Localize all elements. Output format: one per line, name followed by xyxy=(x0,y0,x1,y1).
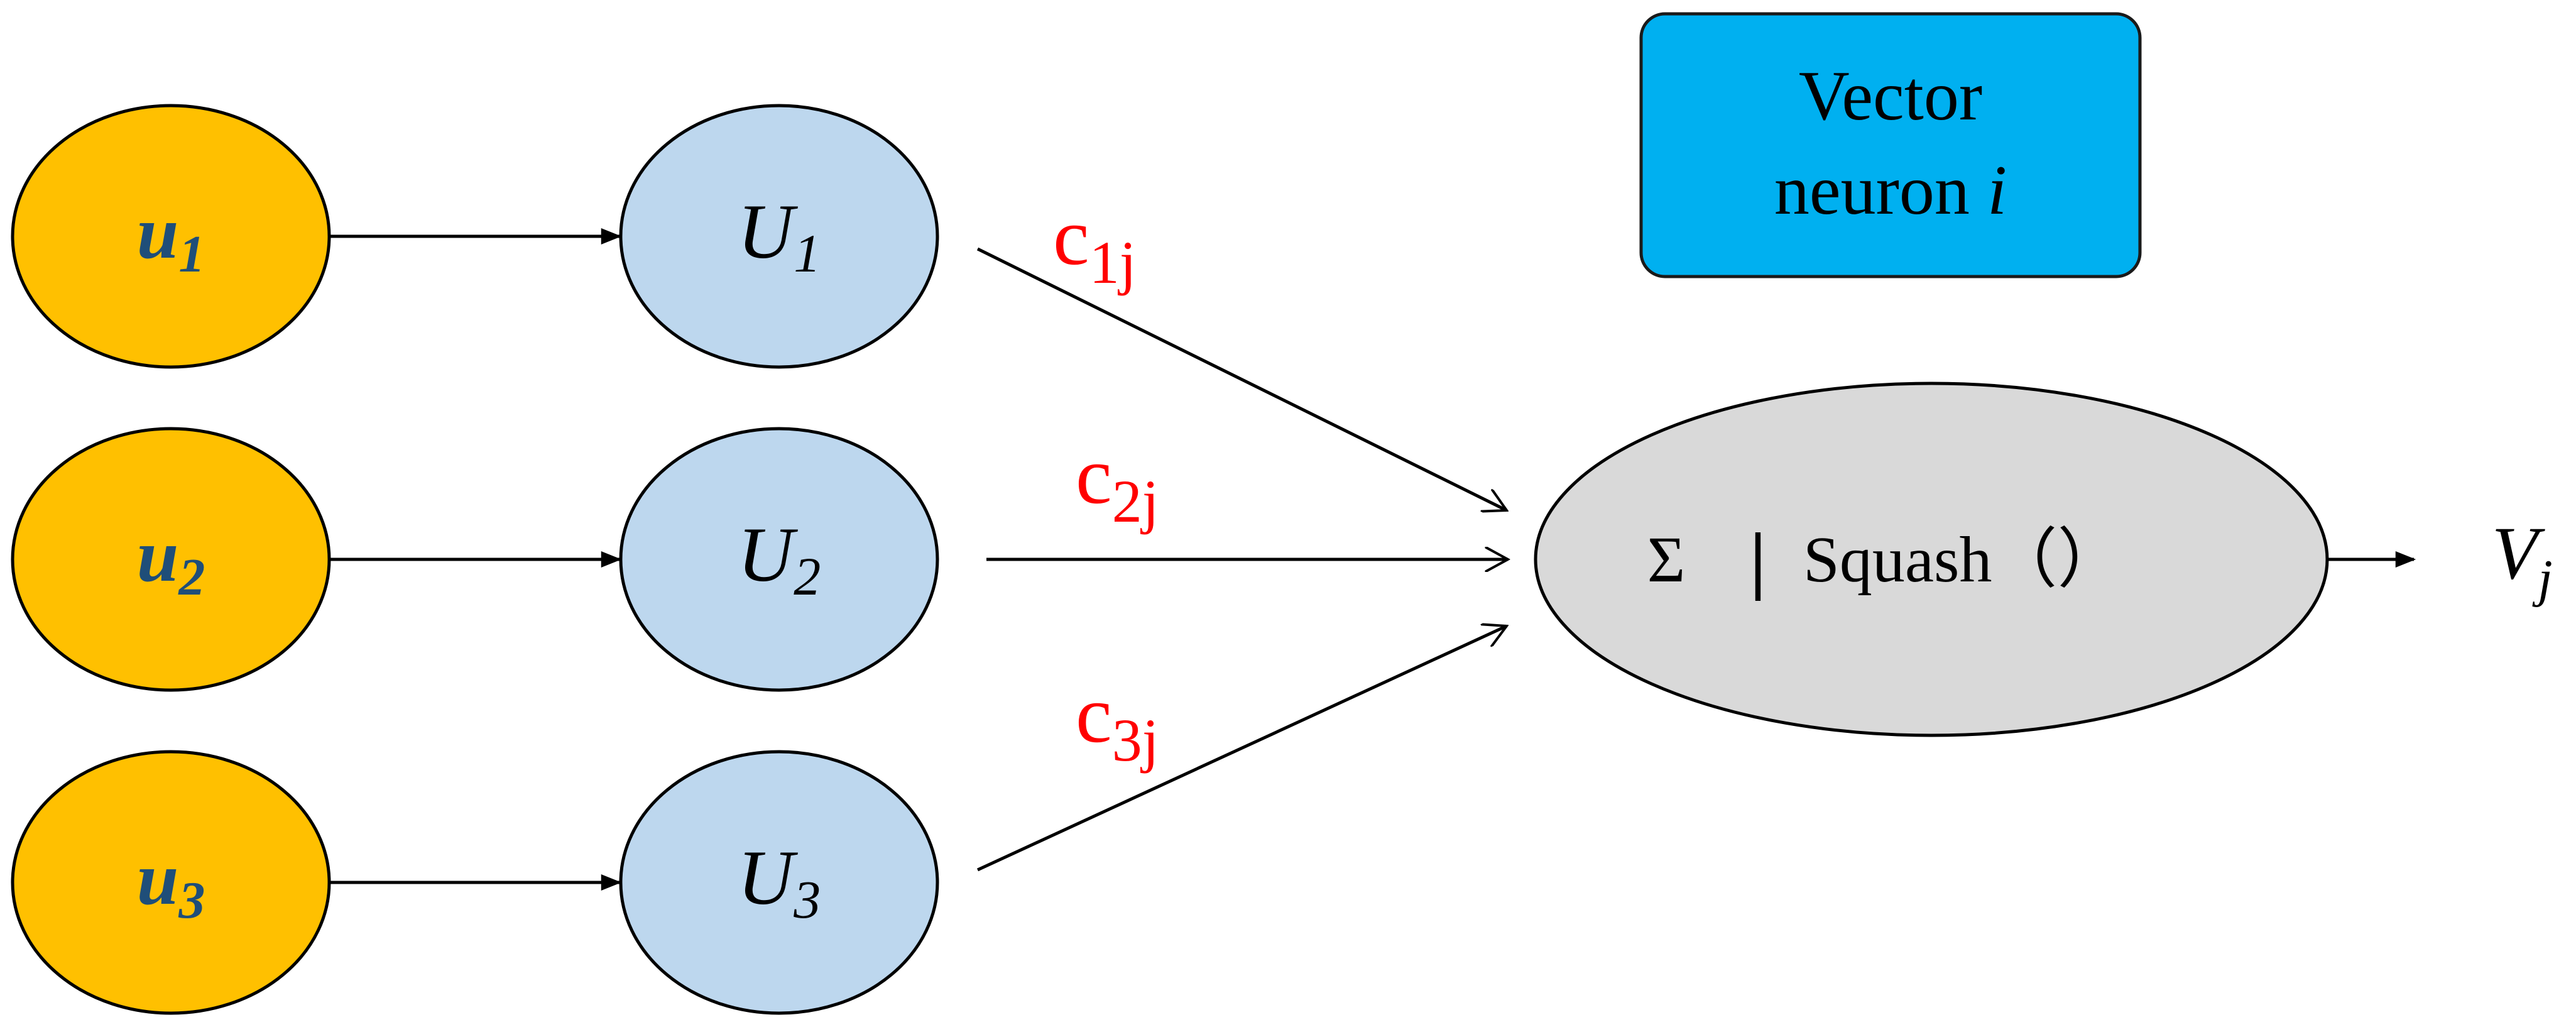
legend-box xyxy=(1639,12,2142,278)
input-label-2: u2 xyxy=(137,514,205,607)
input-capsule-3: u3 xyxy=(11,750,331,1015)
arrow-U3-to-node xyxy=(976,626,1507,872)
prediction-label-1: U1 xyxy=(738,189,821,283)
squash-label: Squash（） xyxy=(1803,524,2122,596)
sigma-symbol: Σ xyxy=(1647,524,1686,596)
legend-line-1: Vector xyxy=(1799,57,1982,135)
prediction-capsule-1: U1 xyxy=(619,104,939,369)
prediction-capsule-2: U2 xyxy=(619,427,939,692)
vector-neuron-legend: Vector neuron i xyxy=(1639,12,2142,278)
input-label-1: u1 xyxy=(137,190,205,283)
input-label-3: u3 xyxy=(137,837,205,930)
output-label: Vj xyxy=(2492,511,2553,608)
sum-squash-node: Σ | Squash（） xyxy=(1534,382,2329,737)
coupling-label-2: c2j xyxy=(1076,431,1159,535)
prediction-label-2: U2 xyxy=(738,512,821,607)
separator-bar: | xyxy=(1750,517,1766,601)
prediction-label-3: U3 xyxy=(738,835,821,930)
input-capsule-1: u1 xyxy=(11,104,331,369)
prediction-capsule-3: U3 xyxy=(619,750,939,1015)
coupling-label-3: c3j xyxy=(1076,669,1159,774)
legend-line-2: neuron i xyxy=(1774,151,2007,229)
arrow-U1-to-node xyxy=(976,247,1507,510)
coupling-label-1: c1j xyxy=(1053,192,1136,296)
input-capsule-2: u2 xyxy=(11,427,331,692)
